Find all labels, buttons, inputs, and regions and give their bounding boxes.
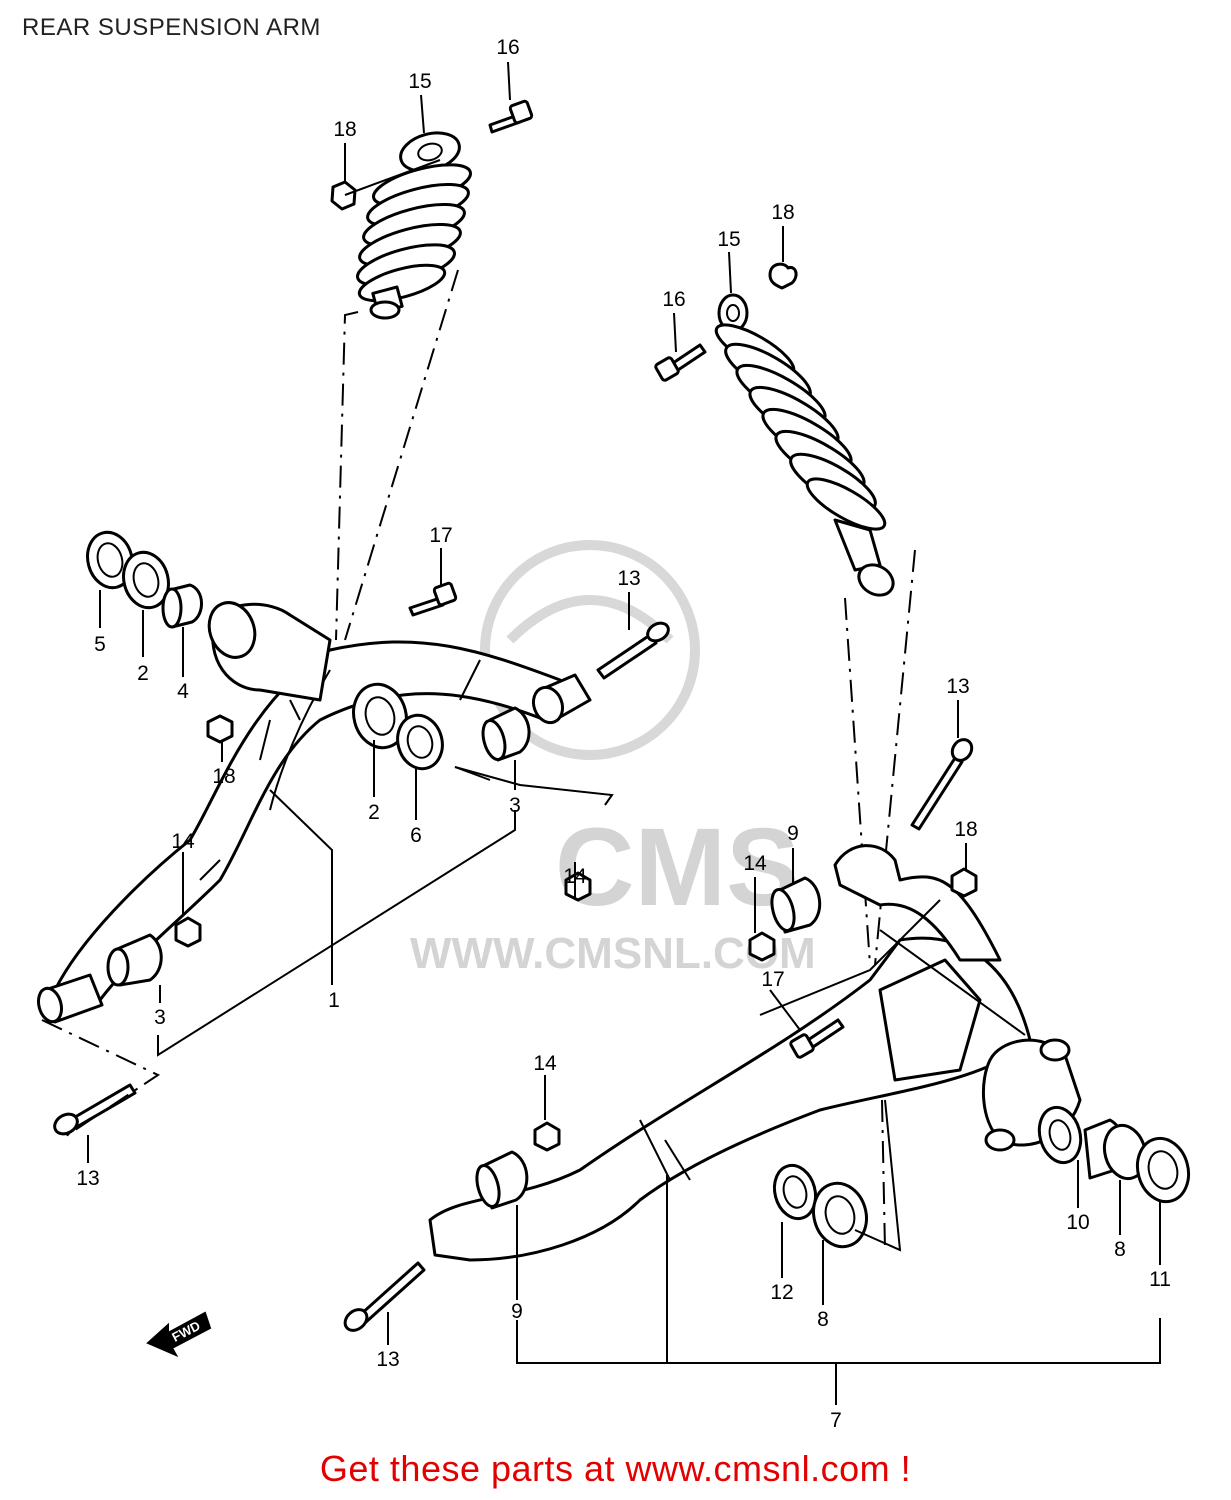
callout-18-upper-right: 18 bbox=[771, 201, 794, 224]
callout-16-upper-right: 16 bbox=[662, 288, 685, 311]
left-hub-housing bbox=[207, 601, 332, 761]
right-pivot-seal bbox=[772, 1163, 818, 1221]
callout-2-left: 2 bbox=[137, 662, 149, 685]
right-end-seal bbox=[1135, 1136, 1191, 1204]
left-shock-nut bbox=[330, 180, 357, 211]
left-bearing bbox=[122, 550, 170, 610]
callout-10: 10 bbox=[1066, 1211, 1089, 1234]
left-front-end-tube bbox=[36, 973, 104, 1024]
right-front-cap-nut bbox=[533, 1121, 561, 1152]
forward-arrow-icon bbox=[146, 1311, 212, 1358]
watermark-logo-text: CMS bbox=[555, 806, 799, 929]
callout-2-center: 2 bbox=[368, 801, 380, 824]
callout-15-upper-right: 15 bbox=[717, 228, 740, 251]
left-oil-seal bbox=[86, 530, 134, 590]
right-end-spacer bbox=[1037, 1105, 1083, 1165]
callout-13-center: 13 bbox=[617, 567, 640, 590]
left-pivot-bushing-a bbox=[531, 673, 592, 725]
callout-17-right: 17 bbox=[761, 968, 784, 991]
callout-5: 5 bbox=[94, 633, 106, 656]
right-front-bushing bbox=[475, 1150, 529, 1210]
left-pivot-bolt bbox=[596, 621, 670, 680]
callout-13-right: 13 bbox=[946, 675, 969, 698]
callout-3-center: 3 bbox=[509, 794, 521, 817]
right-upper-bolt bbox=[910, 738, 974, 831]
callout-6: 6 bbox=[410, 824, 422, 847]
left-arm-bolt-upper bbox=[408, 581, 458, 617]
left-pivot-seal bbox=[396, 713, 444, 771]
left-arm-nut bbox=[206, 714, 234, 744]
callout-11: 11 bbox=[1149, 1268, 1171, 1291]
left-front-bolt bbox=[53, 1083, 137, 1136]
callout-4: 4 bbox=[177, 680, 189, 703]
callout-1: 1 bbox=[328, 989, 340, 1012]
callout-14-center: 14 bbox=[563, 865, 587, 888]
callout-leaders bbox=[87, 61, 1161, 1405]
left-spacer bbox=[161, 583, 203, 629]
left-pivot-bushing-b bbox=[481, 706, 531, 762]
callout-17-left: 17 bbox=[429, 524, 452, 547]
callout-9-right: 9 bbox=[787, 822, 799, 845]
callout-7: 7 bbox=[830, 1409, 842, 1432]
right-end-bearing bbox=[1083, 1118, 1148, 1181]
callout-8-lower: 8 bbox=[817, 1308, 829, 1331]
callout-14-right: 14 bbox=[743, 852, 767, 875]
watermark-url-text: WWW.CMSNL.COM bbox=[410, 929, 816, 978]
right-upper-cap-nut bbox=[748, 931, 776, 962]
right-upper-nut bbox=[950, 867, 978, 898]
watermark: CMS WWW.CMSNL.COM bbox=[410, 540, 816, 978]
parts-link-footer[interactable]: Get these parts at www.cmsnl.com ! bbox=[319, 1448, 912, 1489]
watermark-helmet-icon bbox=[480, 540, 700, 760]
left-pivot-cap-nut bbox=[564, 871, 592, 902]
callout-18-right-arm: 18 bbox=[954, 818, 977, 841]
right-shock-nut bbox=[768, 262, 798, 290]
left-front-cap-nut bbox=[174, 916, 202, 948]
callout-labels: 16 15 18 18 15 16 17 13 5 2 4 18 2 6 3 1… bbox=[76, 36, 1171, 1432]
left-pivot-bearing bbox=[352, 682, 408, 750]
watermark-visor bbox=[506, 595, 674, 644]
callout-8-right: 8 bbox=[1114, 1238, 1126, 1261]
callout-9-lower: 9 bbox=[511, 1300, 523, 1323]
callout-18-left-arm: 18 bbox=[212, 765, 235, 788]
right-pivot-bearing bbox=[812, 1181, 868, 1249]
callout-18-upper-left: 18 bbox=[333, 118, 356, 141]
callout-12: 12 bbox=[770, 1281, 793, 1304]
left-front-bushing bbox=[106, 933, 163, 987]
callout-15-upper-left: 15 bbox=[408, 70, 431, 93]
callout-16-upper-left: 16 bbox=[496, 36, 519, 59]
page-title: REAR SUSPENSION ARM bbox=[22, 14, 321, 41]
callout-13-left: 13 bbox=[76, 1167, 99, 1190]
left-shock-bolt bbox=[488, 99, 534, 134]
forward-direction-marker: FWD bbox=[146, 1311, 212, 1358]
callout-14-left: 14 bbox=[171, 830, 195, 853]
callout-13-lower: 13 bbox=[376, 1348, 399, 1371]
left-shock-absorber bbox=[356, 131, 472, 320]
callout-14-lower: 14 bbox=[533, 1052, 557, 1075]
callout-3-left: 3 bbox=[154, 1006, 166, 1029]
right-upper-bushing bbox=[770, 876, 822, 934]
right-hub-housing bbox=[878, 958, 1082, 1152]
right-shock-absorber bbox=[714, 293, 895, 597]
right-shock-bolt bbox=[654, 343, 707, 382]
right-arm-bolt bbox=[789, 1018, 845, 1059]
right-front-bolt bbox=[343, 1261, 426, 1332]
